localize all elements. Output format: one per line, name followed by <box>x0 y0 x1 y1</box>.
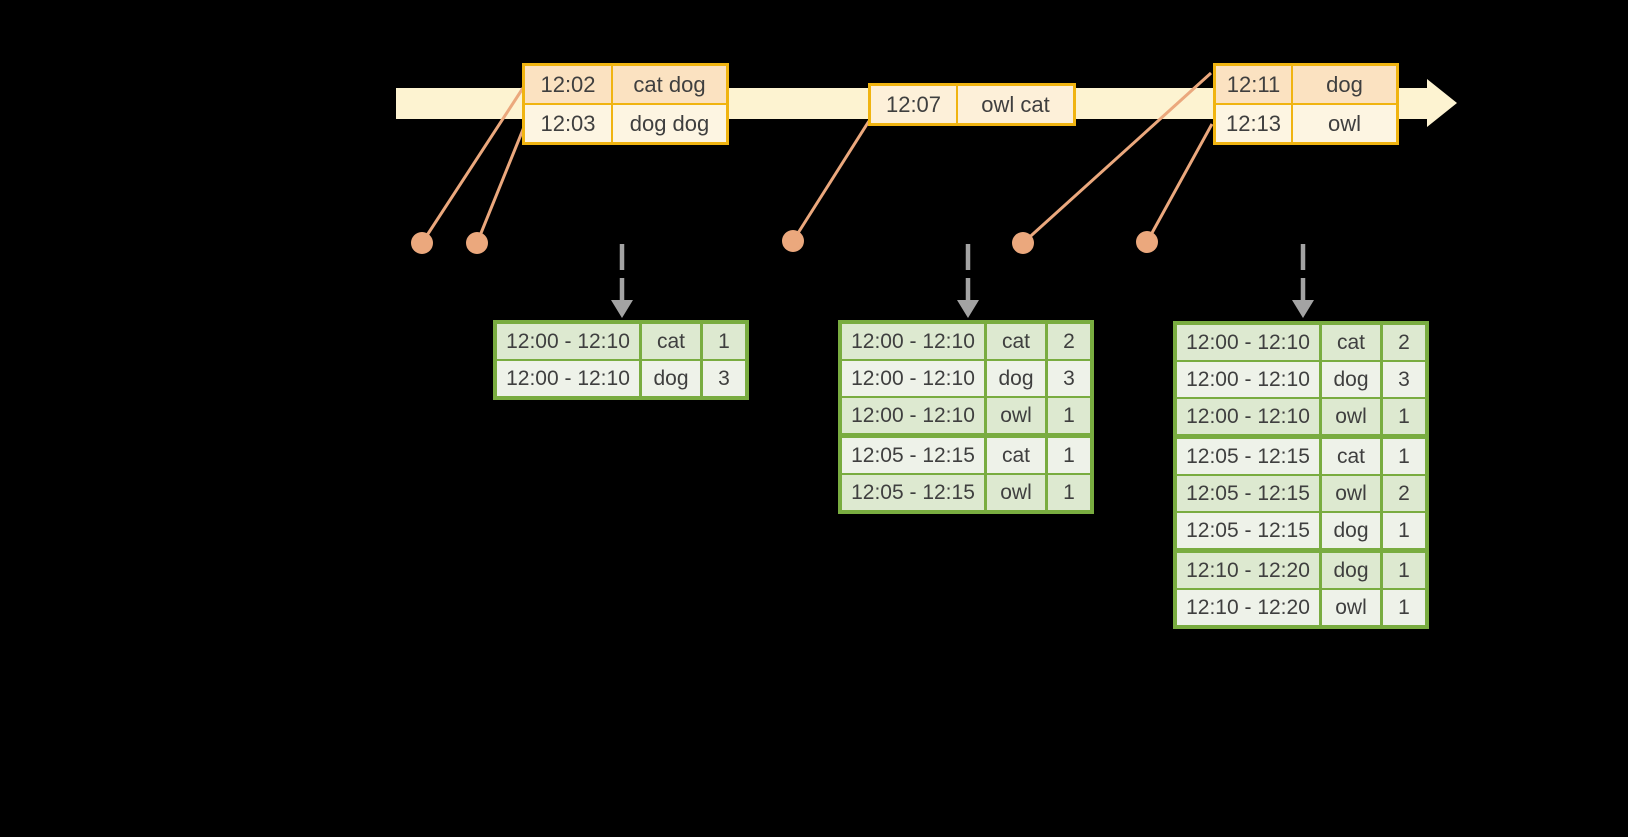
window-cell: 12:00 - 12:10 <box>497 361 639 396</box>
event-dot-icon <box>782 230 804 252</box>
count-cell: 3 <box>1048 361 1090 396</box>
window-cell: 12:00 - 12:10 <box>842 324 984 359</box>
event-time-cell: 12:07 <box>871 86 956 123</box>
word-cell: owl <box>987 398 1045 433</box>
window-cell: 12:00 - 12:10 <box>1177 325 1319 360</box>
count-cell: 3 <box>1383 362 1425 397</box>
event-time-cell: 12:03 <box>525 105 611 142</box>
event-connector-line <box>420 87 525 244</box>
word-cell: cat <box>987 324 1045 359</box>
count-cell: 1 <box>1383 513 1425 548</box>
event-words-cell: owl cat <box>958 86 1073 123</box>
window-cell: 12:00 - 12:10 <box>1177 362 1319 397</box>
word-cell: dog <box>1322 553 1380 588</box>
word-cell: owl <box>1322 399 1380 434</box>
event-dot-icon <box>466 232 488 254</box>
count-cell: 1 <box>1048 438 1090 473</box>
count-cell: 1 <box>703 324 745 359</box>
word-cell: cat <box>987 438 1045 473</box>
event-connector-line <box>475 126 526 244</box>
event-connector-line <box>791 120 871 242</box>
window-cell: 12:00 - 12:10 <box>842 398 984 433</box>
trigger-arrowhead-icon <box>611 300 633 318</box>
window-cell: 12:00 - 12:10 <box>1177 399 1319 434</box>
timeline-arrowhead-icon <box>1427 79 1457 127</box>
event-time-cell: 12:02 <box>525 66 611 103</box>
count-cell: 2 <box>1048 324 1090 359</box>
word-cell: owl <box>1322 590 1380 625</box>
word-cell: dog <box>642 361 700 396</box>
event-dot-icon <box>1136 231 1158 253</box>
count-cell: 2 <box>1383 325 1425 360</box>
event-words-cell: owl <box>1293 105 1396 142</box>
count-cell: 1 <box>1383 439 1425 474</box>
count-cell: 1 <box>1048 398 1090 433</box>
count-cell: 1 <box>1383 590 1425 625</box>
event-words-cell: dog <box>1293 66 1396 103</box>
event-connector-line <box>1145 123 1214 243</box>
word-cell: cat <box>642 324 700 359</box>
word-cell: cat <box>1322 325 1380 360</box>
word-cell: dog <box>987 361 1045 396</box>
window-cell: 12:05 - 12:15 <box>842 475 984 510</box>
window-cell: 12:00 - 12:10 <box>497 324 639 359</box>
event-time-cell: 12:13 <box>1216 105 1291 142</box>
event-dot-icon <box>1012 232 1034 254</box>
word-cell: owl <box>1322 476 1380 511</box>
window-cell: 12:10 - 12:20 <box>1177 553 1319 588</box>
word-cell: dog <box>1322 513 1380 548</box>
event-words-cell: cat dog <box>613 66 726 103</box>
word-cell: dog <box>1322 362 1380 397</box>
window-cell: 12:05 - 12:15 <box>1177 513 1319 548</box>
event-words-cell: dog dog <box>613 105 726 142</box>
count-cell: 2 <box>1383 476 1425 511</box>
trigger-arrowhead-icon <box>957 300 979 318</box>
event-time-cell: 12:11 <box>1216 66 1291 103</box>
trigger-arrowhead-icon <box>1292 300 1314 318</box>
window-cell: 12:00 - 12:10 <box>842 361 984 396</box>
window-cell: 12:05 - 12:15 <box>1177 439 1319 474</box>
count-cell: 1 <box>1383 399 1425 434</box>
event-dot-icon <box>411 232 433 254</box>
event-connector-line <box>1021 71 1213 245</box>
window-cell: 12:10 - 12:20 <box>1177 590 1319 625</box>
word-cell: cat <box>1322 439 1380 474</box>
window-cell: 12:05 - 12:15 <box>1177 476 1319 511</box>
window-cell: 12:05 - 12:15 <box>842 438 984 473</box>
count-cell: 1 <box>1048 475 1090 510</box>
count-cell: 1 <box>1383 553 1425 588</box>
count-cell: 3 <box>703 361 745 396</box>
word-cell: owl <box>987 475 1045 510</box>
